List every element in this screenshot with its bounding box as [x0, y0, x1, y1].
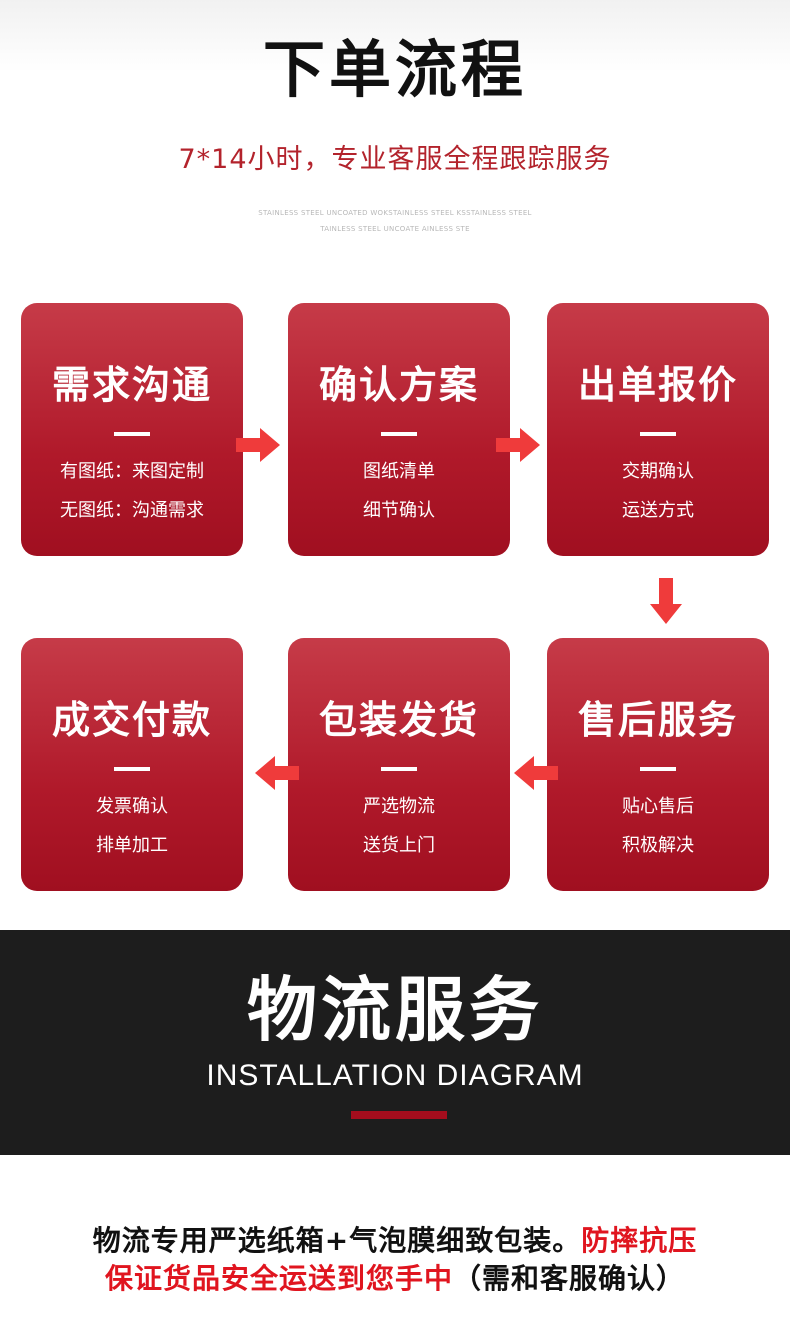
step-detail-2: 细节确认 [363, 500, 435, 521]
delivery-note-highlight: 保证货品安全运送到您手中 [104, 1262, 453, 1295]
step-divider [381, 432, 417, 436]
step-divider [640, 767, 676, 771]
step-divider [640, 432, 676, 436]
packaging-note-line-2: 保证货品安全运送到您手中（需和客服确认） [0, 1260, 790, 1298]
step-detail-1: 严选物流 [363, 796, 435, 817]
logistics-title: 物流服务 [247, 969, 543, 1051]
step-title: 成交付款 [51, 698, 212, 742]
arrow-right-icon [236, 428, 280, 462]
step-detail-2: 积极解决 [622, 835, 694, 856]
step-card-payment: 成交付款 发票确认 排单加工 [21, 638, 243, 891]
accent-bar [351, 1111, 447, 1119]
decorative-text-line-2: TAINLESS STEEL UNCOATE AINLESS STE [320, 225, 470, 233]
step-detail-1: 有图纸：来图定制 [60, 461, 204, 482]
step-title: 包装发货 [318, 698, 479, 742]
step-card-requirements: 需求沟通 有图纸：来图定制 无图纸：沟通需求 [21, 303, 243, 556]
step-title: 确认方案 [318, 363, 479, 407]
page-title: 下单流程 [262, 33, 527, 106]
step-divider [114, 432, 150, 436]
delivery-note-text: （需和客服确认） [453, 1262, 686, 1295]
page-subtitle: 7*14小时，专业客服全程跟踪服务 [178, 144, 612, 175]
step-detail-1: 发票确认 [96, 796, 168, 817]
logistics-subtitle: INSTALLATION DIAGRAM [206, 1059, 584, 1092]
arrow-left-icon [514, 756, 558, 790]
step-title: 售后服务 [577, 698, 738, 742]
arrow-down-icon [650, 578, 682, 624]
step-title: 需求沟通 [51, 363, 212, 407]
step-card-confirm-plan: 确认方案 图纸清单 细节确认 [288, 303, 510, 556]
packaging-note-line-1: 物流专用严选纸箱+气泡膜细致包装。防摔抗压 [0, 1222, 790, 1260]
step-detail-2: 送货上门 [363, 835, 435, 856]
step-detail-1: 交期确认 [622, 461, 694, 482]
step-detail-2: 运送方式 [622, 500, 694, 521]
top-gradient-band [0, 0, 790, 72]
step-detail-1: 贴心售后 [622, 796, 694, 817]
step-card-after-sales: 售后服务 贴心售后 积极解决 [547, 638, 769, 891]
arrow-right-icon [496, 428, 540, 462]
arrow-left-icon [255, 756, 299, 790]
step-card-shipping: 包装发货 严选物流 送货上门 [288, 638, 510, 891]
packaging-note-highlight: 防摔抗压 [581, 1224, 698, 1257]
step-detail-2: 排单加工 [96, 835, 168, 856]
packaging-note-text: 物流专用严选纸箱+气泡膜细致包装。 [92, 1224, 582, 1257]
step-title: 出单报价 [577, 363, 738, 407]
step-card-quote: 出单报价 交期确认 运送方式 [547, 303, 769, 556]
step-detail-2: 无图纸：沟通需求 [60, 500, 204, 521]
step-divider [114, 767, 150, 771]
step-divider [381, 767, 417, 771]
decorative-text-line-1: STAINLESS STEEL UNCOATED WOKSTAINLESS ST… [258, 209, 532, 217]
step-detail-1: 图纸清单 [363, 461, 435, 482]
